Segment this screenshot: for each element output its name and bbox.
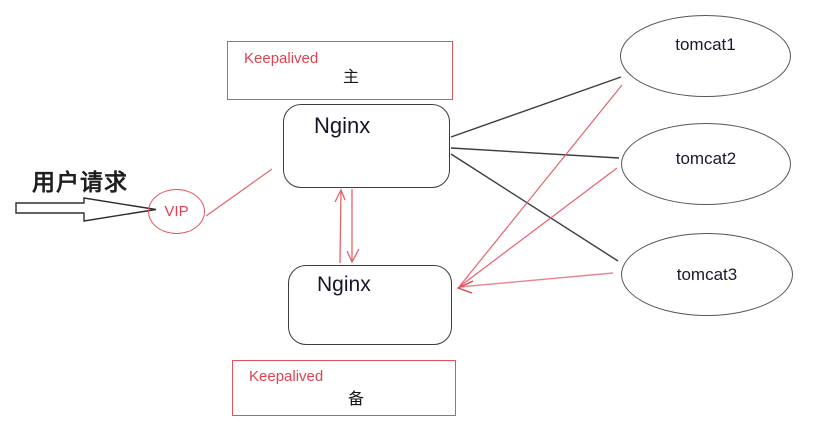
client-request-label: 用户请求: [32, 169, 128, 195]
keepalived-backup-label: Keepalived: [249, 368, 324, 385]
nginx-master-label: Nginx: [314, 113, 371, 138]
keepalived-backup-box: Keepalived 备: [232, 360, 456, 416]
line-tomcat3-nginx-backup: [458, 272, 614, 288]
keepalived-master-label: Keepalived: [244, 50, 319, 67]
keepalived-backup-role-label: 备: [348, 391, 365, 408]
tomcat3-node: tomcat3: [621, 233, 793, 316]
request-block-arrow: [15, 197, 157, 222]
line-tomcat1-nginx-backup: [458, 84, 623, 288]
line-vip-nginx-master: [205, 168, 273, 217]
nginx-master-box: Nginx: [283, 104, 450, 188]
line-nginx-master-tomcat3: [450, 153, 619, 262]
arrowhead-at-nginx-backup: [456, 280, 474, 294]
keepalived-master-box: Keepalived 主: [227, 41, 453, 100]
vip-node: VIP: [148, 189, 205, 234]
line-nginx-master-tomcat2: [450, 147, 620, 159]
line-nginx-master-tomcat1: [450, 76, 622, 138]
arrowhead-up: [334, 188, 346, 203]
arrow-nginx-backup-to-master: [339, 189, 342, 264]
keepalived-master-role-label: 主: [343, 69, 360, 86]
nginx-backup-box: Nginx: [288, 265, 452, 345]
line-tomcat2-nginx-backup: [458, 167, 618, 288]
arrowhead-down: [346, 248, 360, 264]
tomcat2-label: tomcat2: [675, 149, 737, 168]
tomcat2-node: tomcat2: [621, 123, 791, 205]
nginx-backup-label: Nginx: [317, 273, 371, 296]
vip-label: VIP: [164, 203, 189, 220]
tomcat1-node: tomcat1: [620, 15, 791, 97]
tomcat3-label: tomcat3: [676, 264, 738, 284]
tomcat1-label: tomcat1: [675, 35, 736, 54]
